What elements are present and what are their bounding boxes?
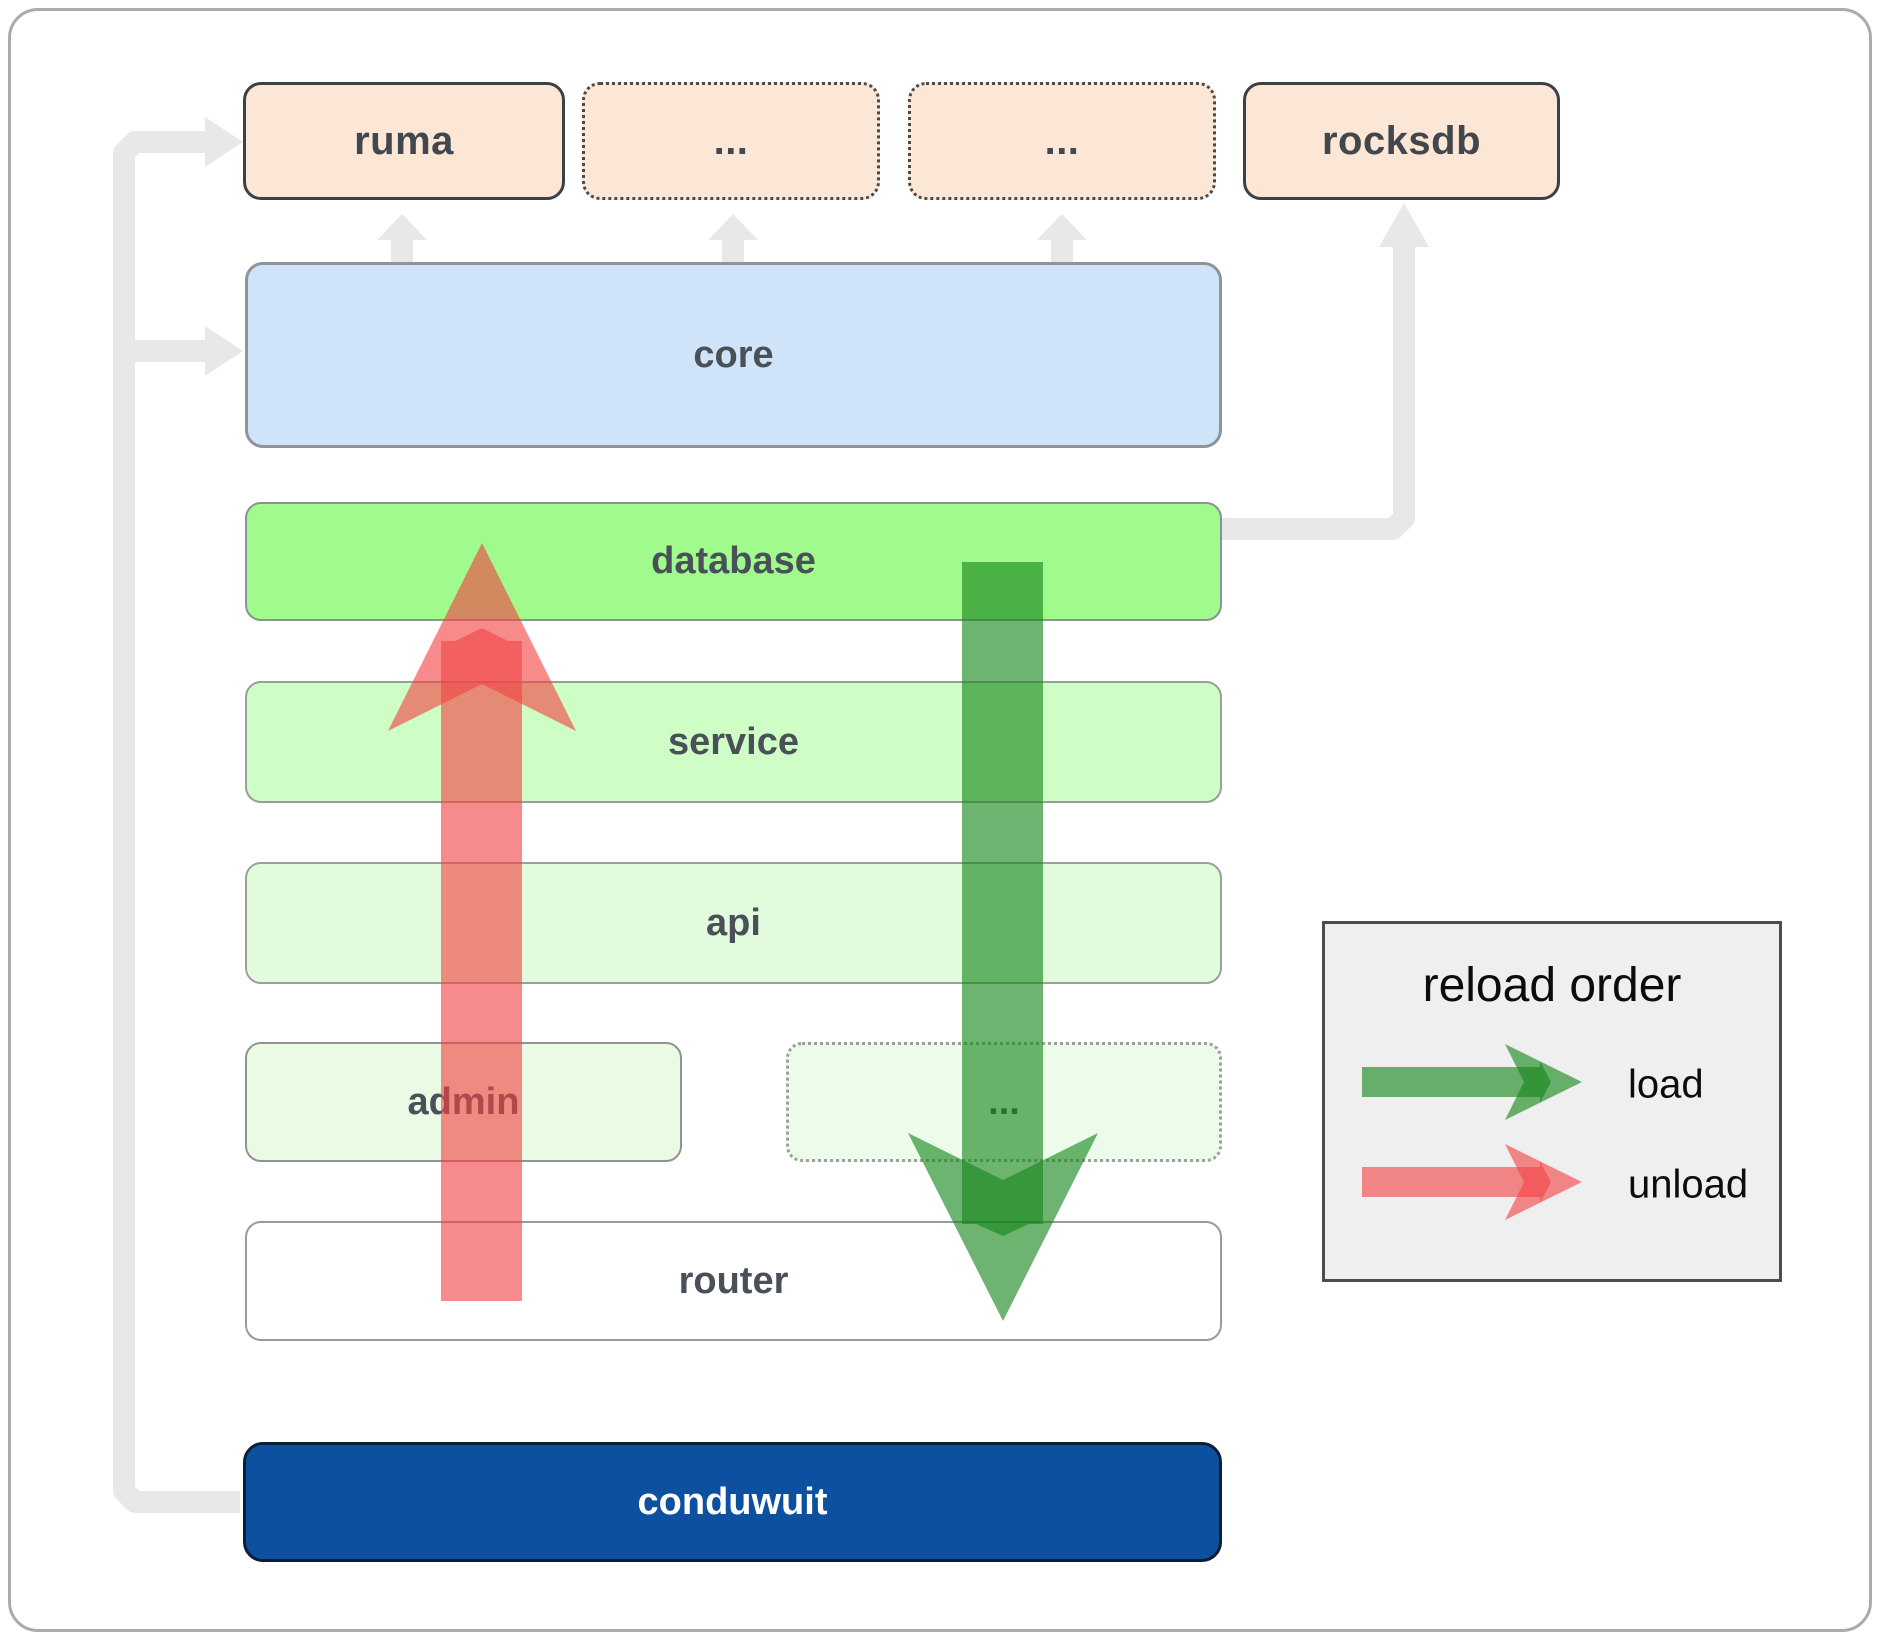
box-admin-more: ...: [786, 1042, 1222, 1162]
legend-load-label: load: [1628, 1062, 1704, 1107]
conduwuit-label: conduwuit: [637, 1480, 828, 1523]
box-router: router: [245, 1221, 1222, 1341]
box-core: core: [245, 262, 1222, 448]
box-service: service: [245, 681, 1222, 803]
diagram-outer-border: [8, 8, 1872, 1632]
legend-title: reload order: [1422, 959, 1682, 1012]
box-admin: admin: [245, 1042, 682, 1162]
more-1-label: ...: [713, 118, 749, 163]
admin-label: admin: [407, 1080, 520, 1123]
api-label: api: [706, 901, 761, 944]
box-more-2: ...: [908, 82, 1216, 200]
ruma-label: ruma: [354, 118, 454, 163]
database-label: database: [651, 540, 816, 582]
box-more-1: ...: [582, 82, 880, 200]
box-ruma: ruma: [243, 82, 565, 200]
legend-unload-label: unload: [1628, 1162, 1749, 1207]
box-api: api: [245, 862, 1222, 984]
router-label: router: [678, 1259, 789, 1302]
core-label: core: [693, 333, 774, 376]
more-2-label: ...: [1044, 118, 1080, 163]
box-rocksdb: rocksdb: [1243, 82, 1560, 200]
admin-more-label: ...: [988, 1080, 1020, 1123]
rocksdb-label: rocksdb: [1321, 118, 1482, 163]
box-conduwuit: conduwuit: [243, 1442, 1222, 1562]
legend-reload-order: reload order load unload: [1322, 921, 1782, 1282]
service-label: service: [667, 720, 799, 763]
box-database: database: [245, 502, 1222, 621]
